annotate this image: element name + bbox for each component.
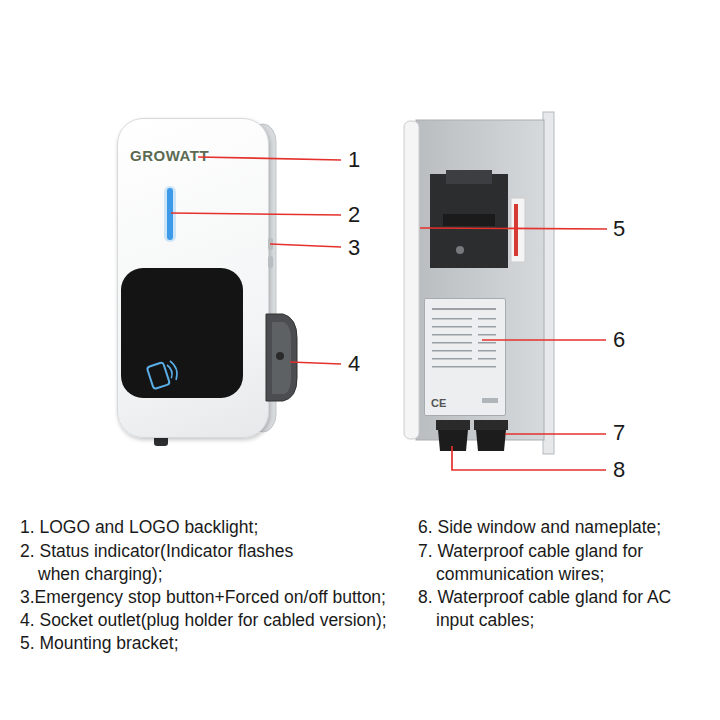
fine-print-line <box>478 350 496 352</box>
description-item: 2. Status indicator(Indicator flashes wh… <box>20 540 315 586</box>
callout-number: 5 <box>613 216 643 242</box>
back-plate <box>543 112 554 454</box>
nameplate-logo <box>482 398 498 403</box>
gland-nut <box>436 420 470 430</box>
indicator-glow <box>164 186 176 242</box>
rfid-wave <box>170 360 180 380</box>
description-item: 5. Mounting bracket; <box>20 632 415 655</box>
bracket-slot <box>443 214 495 226</box>
socket-face <box>272 322 291 394</box>
sticker-band <box>514 204 518 256</box>
bracket-tab <box>446 170 492 184</box>
leader-line <box>505 433 606 435</box>
leader-line <box>290 362 341 364</box>
description-item: 6. Side window and nameplate; <box>418 516 708 539</box>
fine-print-line <box>432 308 496 310</box>
charger-side-body <box>416 120 544 440</box>
callout-number: 2 <box>348 202 378 228</box>
description-item: 8. Waterproof cable gland for AC input c… <box>418 586 693 632</box>
callout-number: 7 <box>613 420 643 446</box>
onoff-button <box>268 256 273 268</box>
bracket-screw <box>456 246 464 254</box>
fine-print-line <box>478 334 496 336</box>
leader-lines <box>171 157 607 470</box>
gland-nut <box>474 420 508 430</box>
description-item: 7. Waterproof cable gland for communicat… <box>418 540 693 586</box>
fine-print-line <box>432 350 472 352</box>
gland-body <box>476 430 506 451</box>
socket-hole <box>276 352 284 360</box>
leader-line <box>270 244 341 247</box>
leader-line <box>171 213 341 215</box>
rfid-card <box>147 362 170 389</box>
leader-line <box>420 228 607 229</box>
fine-print-line <box>478 326 496 328</box>
fine-print-line <box>432 366 496 368</box>
leader-line <box>198 157 341 160</box>
rfid-icon <box>147 359 180 389</box>
fine-print-line <box>432 342 472 344</box>
charger-front-body: GROWATT <box>117 118 269 438</box>
nameplate-fine-print <box>432 308 498 403</box>
description-item: 4. Socket outlet(plug holder for cabled … <box>20 609 415 632</box>
gland-body <box>438 430 468 451</box>
status-indicator <box>167 188 173 240</box>
description-item: 3.Emergency stop button+Forced on/off bu… <box>20 586 415 609</box>
leader-line <box>482 339 606 341</box>
front-shell-edge <box>404 121 419 439</box>
fine-print-line <box>478 318 496 320</box>
fine-print-line <box>432 334 472 336</box>
fine-print-line <box>478 358 496 360</box>
callout-number: 3 <box>348 235 378 261</box>
emergency-button <box>268 238 273 250</box>
fine-print-line <box>478 342 496 344</box>
callout-number: 1 <box>348 147 378 173</box>
fine-print-line <box>432 318 472 320</box>
mounting-bracket <box>430 174 508 268</box>
fine-print-line <box>432 326 472 328</box>
display-screen <box>121 268 243 398</box>
nameplate: CE <box>424 298 506 416</box>
rfid-wave <box>167 364 174 378</box>
logo-text: GROWATT <box>130 147 209 164</box>
socket-outlet <box>266 314 297 401</box>
warning-sticker <box>511 198 525 262</box>
callout-number: 4 <box>348 351 378 377</box>
fine-print-line <box>432 358 472 360</box>
ce-mark: CE <box>431 397 446 409</box>
leader-line <box>452 446 606 470</box>
callout-number: 8 <box>613 457 643 483</box>
description-item: 1. LOGO and LOGO backlight; <box>20 516 415 539</box>
callout-number: 6 <box>613 327 643 353</box>
cable-glands <box>436 420 508 451</box>
